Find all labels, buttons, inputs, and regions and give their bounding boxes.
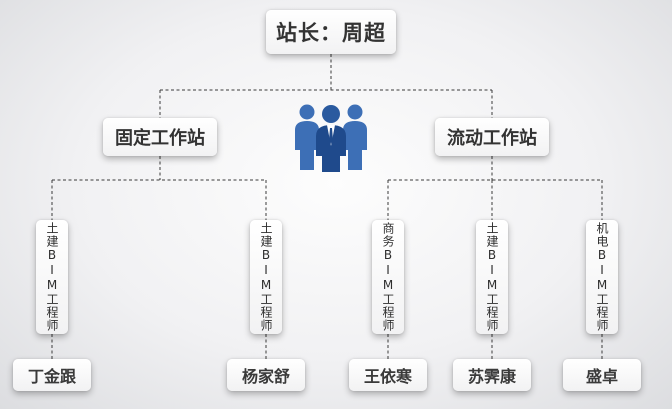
role-civil-bim-engineer-2: 土建BIM工程师 [250, 220, 282, 334]
role-civil-bim-engineer-1: 土建BIM工程师 [36, 220, 68, 334]
person-name-3: 王依寒 [349, 359, 427, 391]
role-label: 商务BIM工程师 [381, 222, 395, 332]
role-label: 机电BIM工程师 [595, 222, 609, 332]
person-label: 王依寒 [363, 367, 412, 386]
role-civil-bim-engineer-3: 土建BIM工程师 [476, 220, 508, 334]
branch-label: 流动工作站 [447, 128, 537, 149]
person-label: 盛卓 [585, 367, 618, 386]
branch-fixed-station: 固定工作站 [103, 118, 217, 156]
role-mep-bim-engineer: 机电BIM工程师 [586, 220, 618, 334]
person-name-5: 盛卓 [563, 359, 641, 391]
root-node: 站长：周超 [266, 10, 396, 54]
role-label: 土建BIM工程师 [485, 222, 499, 332]
person-name-4: 苏霁康 [453, 359, 531, 391]
root-label: 站长：周超 [276, 21, 386, 45]
role-label: 土建BIM工程师 [45, 222, 59, 332]
person-label: 杨家舒 [241, 367, 290, 386]
role-label: 土建BIM工程师 [259, 222, 273, 332]
person-label: 丁金跟 [27, 367, 76, 386]
branch-mobile-station: 流动工作站 [435, 118, 549, 156]
person-name-2: 杨家舒 [227, 359, 305, 391]
role-commercial-bim-engineer: 商务BIM工程师 [372, 220, 404, 334]
person-name-1: 丁金跟 [13, 359, 91, 391]
person-label: 苏霁康 [467, 367, 516, 386]
business-people-icon [295, 104, 367, 172]
branch-label: 固定工作站 [115, 128, 205, 149]
